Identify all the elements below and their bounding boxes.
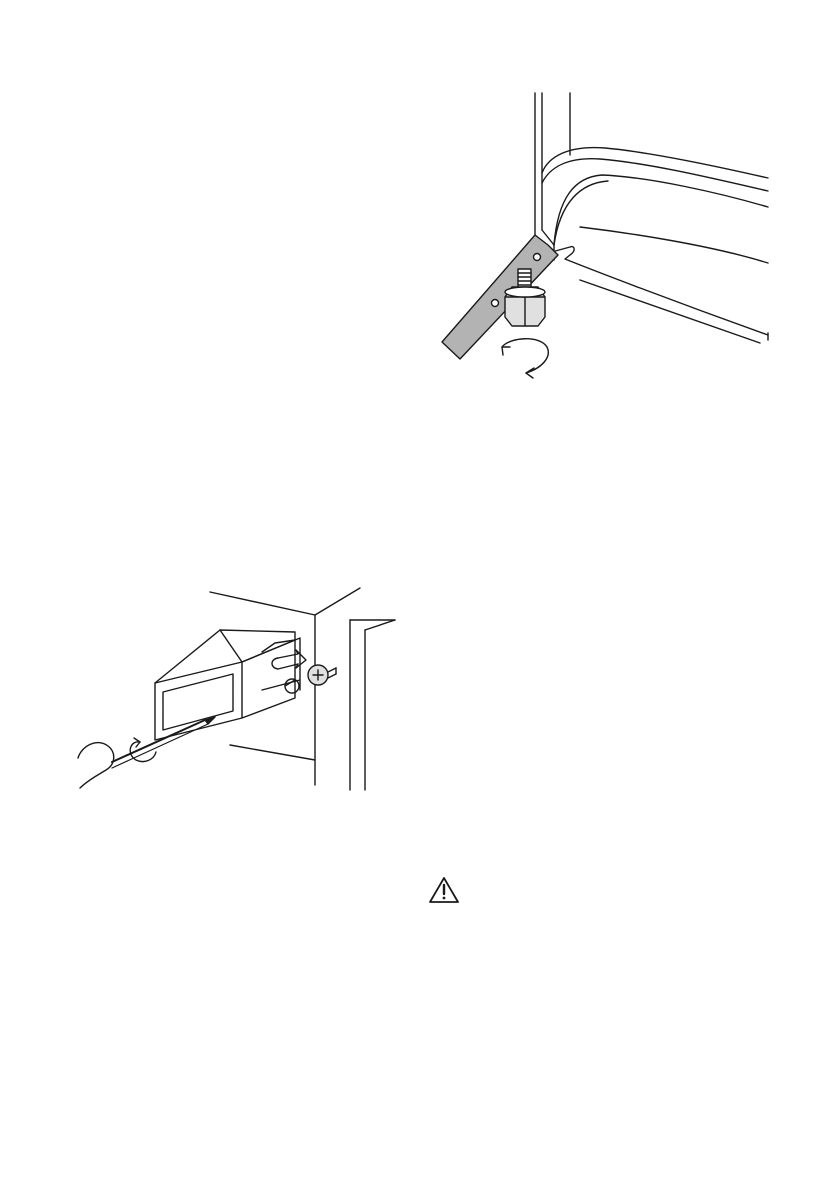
door-foot-adjust-illustration: [430, 85, 770, 390]
door-body: [542, 148, 768, 263]
door-bottom: [548, 247, 768, 343]
rotation-arrow-icon: [502, 339, 548, 378]
bracket-cover: [155, 630, 300, 740]
warning-triangle-icon: [428, 876, 460, 904]
screw-icon: [308, 665, 336, 685]
screwdriver-bracket-illustration: [70, 580, 400, 795]
cabinet-side: [535, 93, 570, 257]
